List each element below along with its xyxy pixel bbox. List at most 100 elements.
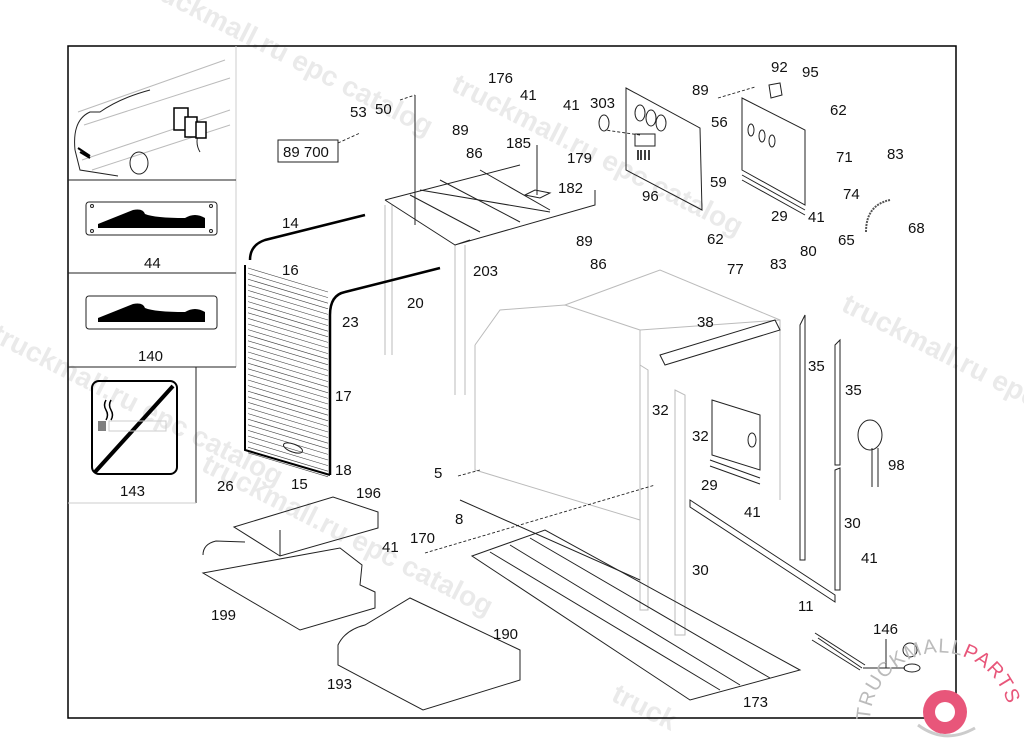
shutter-slat: [247, 273, 329, 298]
part-label: 41: [808, 209, 825, 226]
floor-plate-173: [470, 529, 802, 701]
part-label: 23: [342, 314, 359, 331]
part-label: 18: [335, 462, 352, 479]
shutter-slat: [247, 390, 329, 416]
no-smoking-sign-143: [91, 380, 178, 475]
diagram-frame: [67, 45, 957, 719]
inset-label-140: 140: [138, 348, 163, 365]
shutter-slat: [247, 407, 329, 433]
part-label: 41: [861, 550, 878, 567]
shutter-slat: [247, 368, 329, 394]
part-label: 89: [576, 233, 593, 250]
shutter-slat: [247, 452, 329, 478]
watermark: truck: [607, 678, 682, 737]
leader-lines: [424, 86, 756, 554]
part-label: 83: [887, 146, 904, 163]
part-label: 96: [642, 188, 659, 205]
part-label: 179: [567, 150, 592, 167]
shutter-slat: [247, 357, 329, 382]
shutter-slat: [247, 301, 329, 326]
part-label: 185: [506, 135, 531, 152]
part-label: 29: [701, 477, 718, 494]
part-label: 196: [356, 485, 381, 502]
shutter-slat: [247, 312, 329, 338]
part-label: 89: [692, 82, 709, 99]
part-label: 92: [771, 59, 788, 76]
roller-shutter-16: [244, 213, 441, 478]
part-label: 16: [282, 262, 299, 279]
shutter-slat: [247, 306, 329, 332]
shutter-slat: [247, 435, 329, 461]
shutter-slat: [247, 284, 329, 310]
part-label: 11: [798, 598, 814, 615]
part-label: 71: [836, 149, 853, 166]
part-label: 38: [697, 314, 714, 331]
shutter-slat: [247, 413, 329, 438]
part-label: 56: [711, 114, 728, 131]
part-label: 193: [327, 676, 352, 693]
part-label: 62: [707, 231, 724, 248]
shutter-slat: [247, 430, 329, 455]
shutter-slat: [247, 329, 329, 354]
part-label: 74: [843, 186, 860, 203]
shutter-slat: [247, 379, 329, 405]
part-label: 41: [382, 539, 399, 556]
shutter-slat: [247, 334, 329, 360]
part-label: 89: [452, 122, 469, 139]
mattress-199: [201, 540, 376, 631]
part-label: 50: [375, 101, 392, 118]
lamp-98: [857, 419, 883, 487]
vehicle-location-view: [74, 59, 231, 177]
part-label: 146: [873, 621, 898, 638]
part-label: 303: [590, 95, 615, 112]
part-label: 14: [282, 215, 299, 232]
part-label: 170: [410, 530, 435, 547]
shutter-slat: [247, 396, 329, 422]
part-labels: 176 41 41 303 89 92 95 62 53 50 89 86 18…: [211, 59, 925, 711]
inset-label-44: 44: [144, 255, 161, 272]
gear-icon: [917, 690, 976, 738]
brand-text-accent: PARTS: [960, 640, 1024, 707]
part-label: 176: [488, 70, 513, 87]
bunk-frame-203: [384, 94, 596, 395]
part-label: 199: [211, 607, 236, 624]
part-label: 20: [407, 295, 424, 312]
part-label: 86: [590, 256, 607, 273]
part-label: 98: [888, 457, 905, 474]
part-label: 182: [558, 180, 583, 197]
shutter-slat: [247, 362, 329, 388]
part-label: 15: [291, 476, 308, 493]
reference-box: [277, 139, 339, 163]
inset-label-143: 143: [120, 483, 145, 500]
shutter-slat: [247, 318, 329, 343]
part-label: 83: [770, 256, 787, 273]
part-label: 190: [493, 626, 518, 643]
shutter-slat: [247, 290, 329, 315]
cable-65: [865, 199, 891, 233]
mattress-196: [232, 496, 379, 557]
part-label: 86: [466, 145, 483, 162]
shutter-slat: [247, 418, 329, 444]
part-label: 95: [802, 64, 819, 81]
reference-box-label: 89 700: [283, 144, 329, 161]
shutter-slat: [247, 446, 329, 472]
shutter-slat: [247, 346, 329, 371]
shutter-slat: [247, 351, 329, 377]
shutter-slat: [247, 374, 329, 399]
part-label: 203: [473, 263, 498, 280]
part-label: 65: [838, 232, 855, 249]
part-label: 173: [743, 694, 768, 711]
storage-cabinet: [459, 269, 841, 636]
inset-panel: 44 140 143: [68, 46, 237, 504]
rail-146: [811, 632, 866, 671]
shutter-slat: [247, 323, 329, 349]
part-label: 26: [217, 478, 234, 495]
control-panel-29: [741, 82, 806, 216]
mattress-193: [337, 597, 521, 711]
part-label: 35: [845, 382, 862, 399]
part-label: 29: [771, 208, 788, 225]
part-label: 59: [710, 174, 727, 191]
shutter-slat: [247, 424, 329, 450]
part-label: 5: [434, 465, 442, 482]
